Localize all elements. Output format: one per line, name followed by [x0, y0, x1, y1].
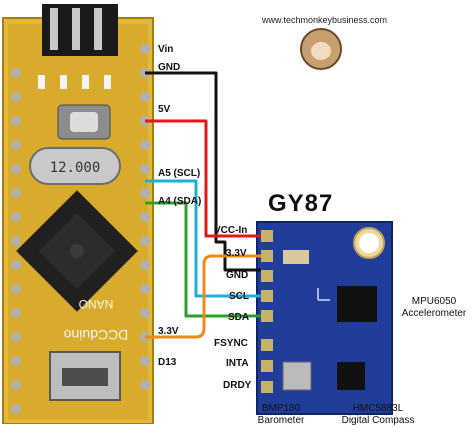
gy87-pin-gnd-label: GND — [226, 270, 249, 281]
gy87-module — [256, 221, 393, 415]
nano-pin-a4-label: A4 (SDA) — [158, 196, 202, 207]
usb-connector — [49, 351, 121, 401]
axis-markings — [317, 288, 330, 301]
gy87-pin-vcc-label: VCC-In — [214, 225, 248, 236]
brand-label: DCCduino — [63, 327, 128, 343]
icsp-header — [42, 4, 118, 56]
nano-pin-5v-label: 5V — [158, 104, 171, 115]
nano-pin-a5-label: A5 (SCL) — [158, 168, 201, 179]
wire-scl — [145, 179, 261, 298]
monkey-logo-icon — [300, 28, 342, 70]
crystal-label: 12.000 — [50, 160, 101, 176]
wires — [145, 71, 261, 339]
gy87-pin-inta-label: INTA — [226, 358, 249, 369]
gy87-pin-header — [261, 230, 273, 393]
bmp180-chip — [282, 361, 312, 391]
wire-vcc — [145, 119, 261, 238]
wire-gnd — [145, 71, 261, 272]
website-url: www.techmonkeybusiness.com — [262, 15, 388, 25]
mpu6050-name: MPU6050 — [411, 296, 457, 307]
nano-pin-3v3-label: 3.3V — [158, 326, 179, 337]
gy87-pin-sda-label: SDA — [228, 312, 250, 323]
gy87-pin-3v3-label: 3.3V — [226, 248, 247, 259]
microcontroller-chip — [16, 190, 138, 312]
bmp180-caption: BMP180 Barometer — [246, 403, 316, 427]
crystal-oscillator: 12.000 — [29, 147, 121, 185]
regulator-chip — [283, 250, 309, 264]
hmc5883l-caption: HMC5883L Digital Compass — [330, 403, 426, 427]
arduino-nano-board: 12.000 DCCduino NANO — [2, 4, 154, 424]
gy87-pin-fsync-label: FSYNC — [214, 338, 248, 349]
model-label: NANO — [79, 297, 114, 311]
hmc5883l-name: HMC5883L — [352, 403, 404, 414]
gy87-pin-scl-label: SCL — [229, 291, 249, 302]
nano-pin-vin-label: Vin — [158, 44, 174, 55]
nano-pin-gnd-label: GND — [158, 62, 181, 73]
nano-pin-d13-label: D13 — [158, 357, 177, 368]
wire-3v3 — [145, 254, 261, 339]
hmc5883l-chip — [337, 362, 365, 390]
module-title: GY87 — [268, 190, 334, 217]
bmp180-name: BMP180 — [261, 403, 301, 414]
mpu6050-caption: MPU6050 Accelerometer — [396, 296, 472, 320]
mpu6050-chip — [337, 286, 377, 322]
mpu6050-desc: Accelerometer — [401, 308, 467, 319]
hmc5883l-desc: Digital Compass — [341, 415, 415, 426]
wire-sda — [145, 201, 261, 318]
left-pin-column — [11, 68, 21, 414]
gy87-pin-drdy-label: DRDY — [223, 380, 252, 391]
status-leds — [38, 75, 111, 89]
bmp180-desc: Barometer — [257, 415, 305, 426]
reset-button — [57, 104, 111, 140]
